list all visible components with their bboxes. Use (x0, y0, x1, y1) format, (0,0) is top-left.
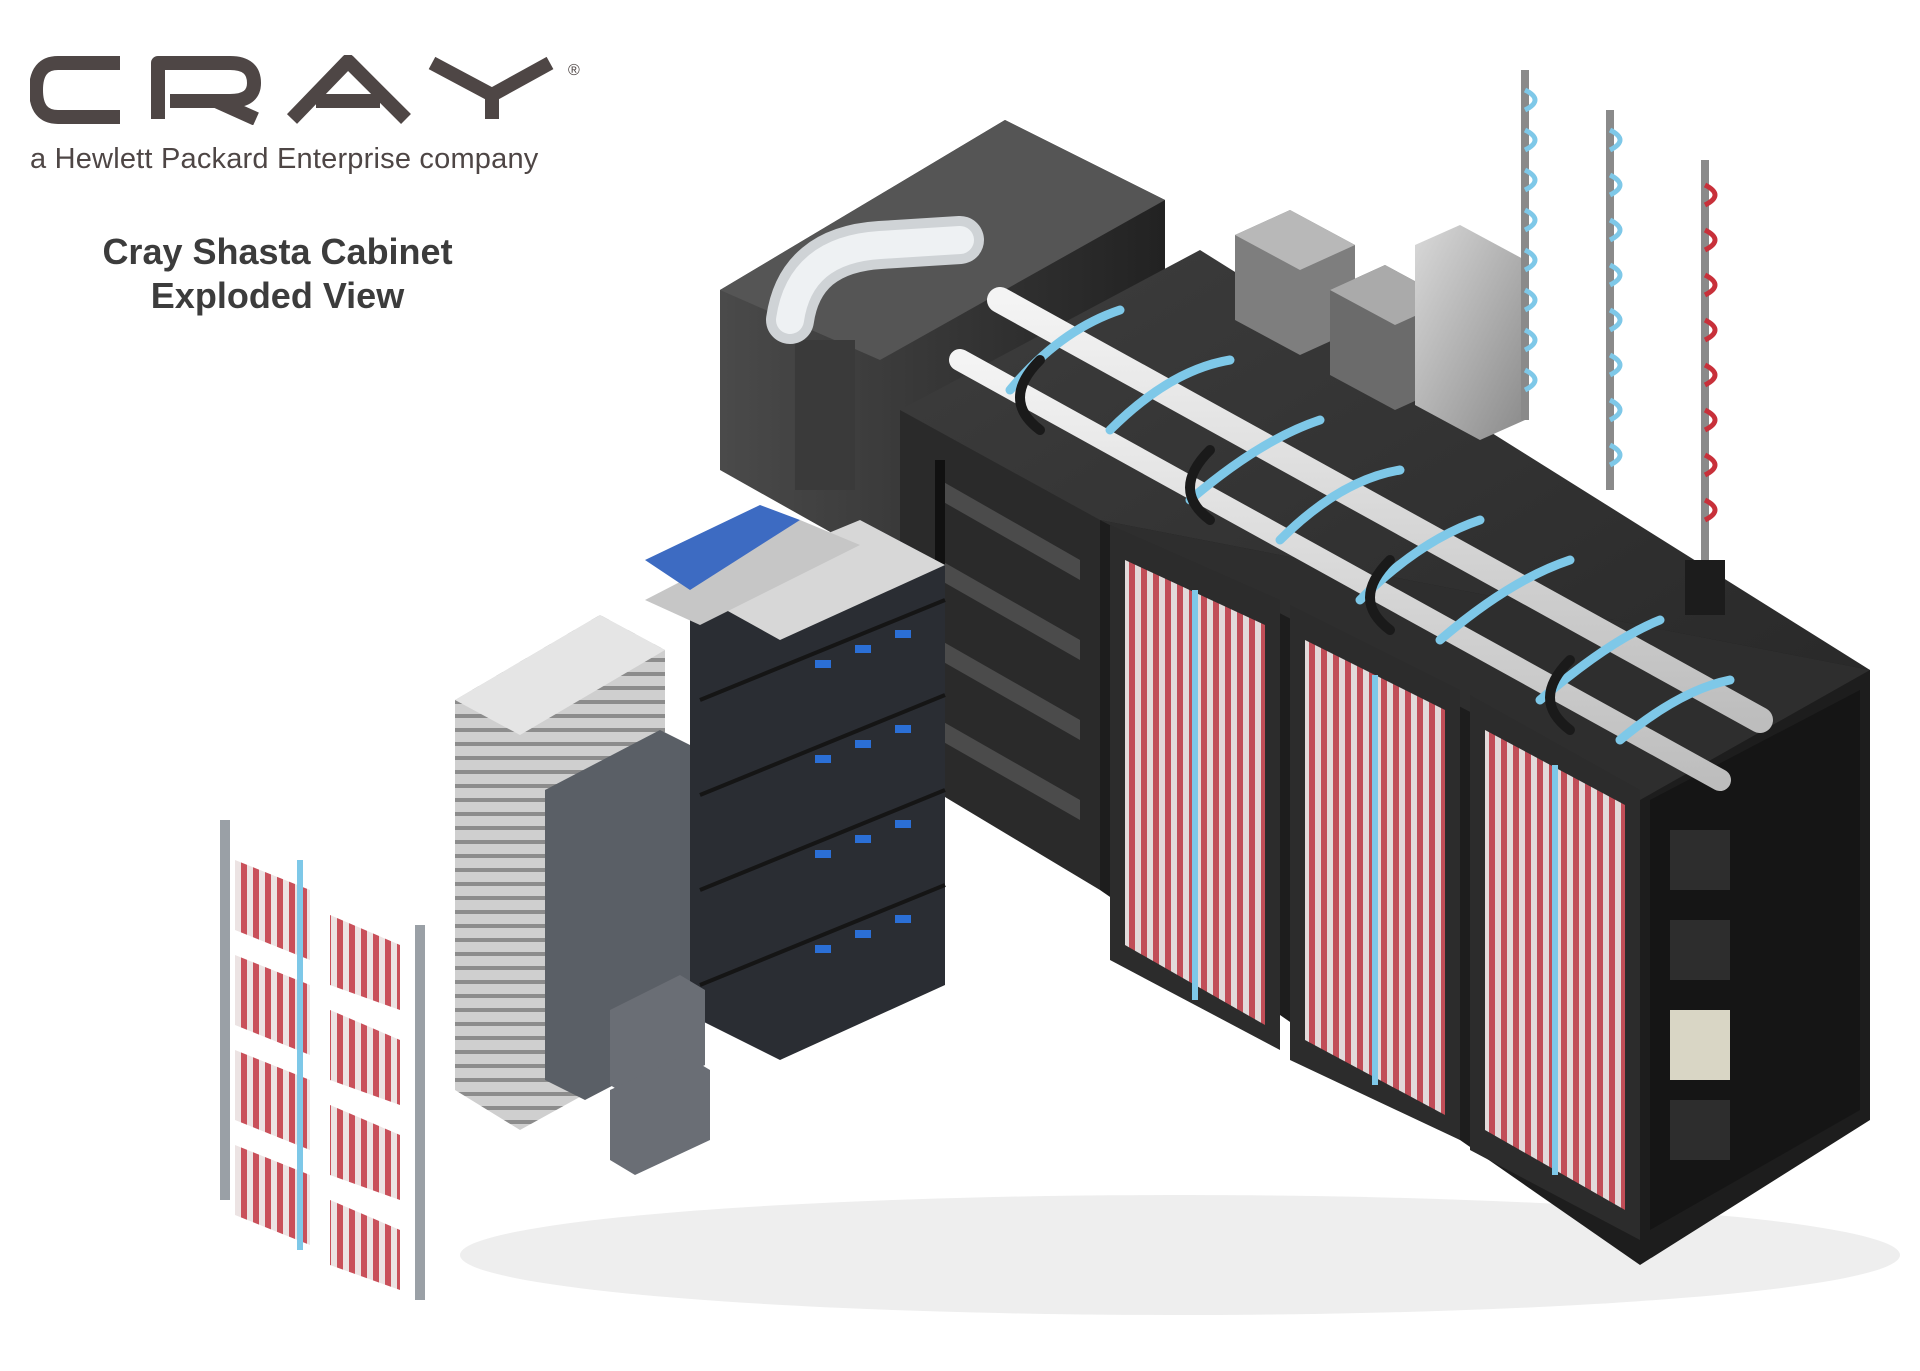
figure-caption: Cray Shasta Cabinet Exploded View (0, 230, 555, 318)
compute-bay-1 (1110, 525, 1280, 1050)
side-switch-panel (1650, 690, 1860, 1230)
harness-2 (1606, 110, 1623, 490)
compute-bay-3 (1470, 695, 1640, 1240)
cray-logo: ® (30, 55, 590, 175)
floor-shadow (460, 1195, 1900, 1315)
loose-modules (610, 975, 710, 1175)
switch-modules (1235, 210, 1525, 440)
harness-3 (1685, 160, 1725, 615)
blade-dividers (699, 598, 946, 987)
caption-line-1: Cray Shasta Cabinet (102, 231, 453, 272)
black-hoses (1015, 355, 1575, 735)
manifold-pipes (949, 287, 1773, 791)
harness-1 (1521, 70, 1538, 420)
chassis-stack (455, 505, 945, 1130)
coolant-hoses (1005, 305, 1735, 745)
coolant-duct (766, 216, 984, 344)
caption-line-2: Exploded View (150, 275, 405, 316)
compute-bays (1110, 525, 1860, 1240)
registered-mark: ® (568, 62, 580, 79)
blade-leds (815, 630, 911, 953)
cold-plate-rack (220, 820, 425, 1300)
cray-logo-mark: ® (30, 55, 580, 125)
compute-bay-2 (1290, 605, 1460, 1140)
company-tagline: a Hewlett Packard Enterprise company (30, 143, 539, 175)
cable-harnesses (1521, 70, 1725, 615)
